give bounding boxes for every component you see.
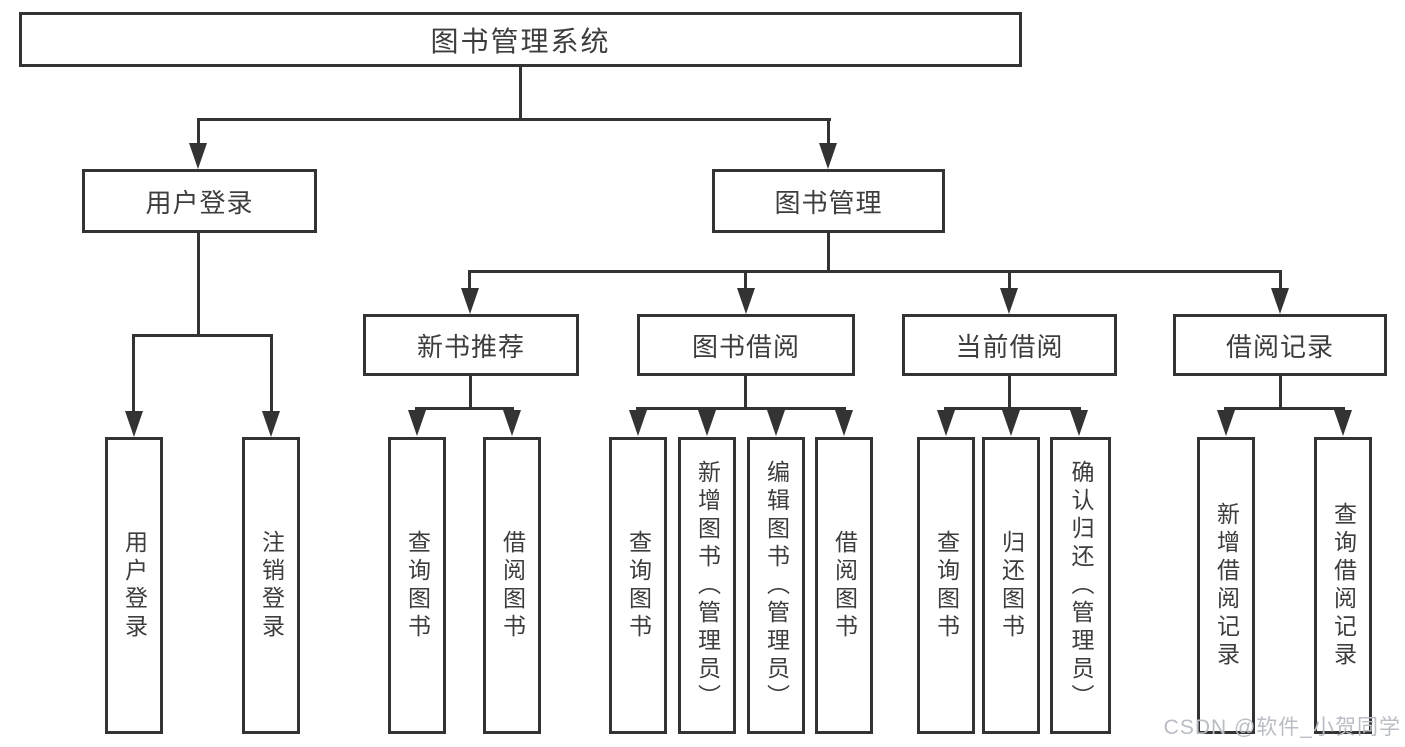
node-book-borrow-label: 图书借阅 — [691, 331, 800, 362]
down-arrow-user-login — [189, 143, 207, 169]
connector-new-book-stem — [469, 376, 472, 409]
leaf-g2-query-books-label: 查询图书 — [404, 529, 431, 642]
down-arrow-g3-borrow — [835, 410, 853, 436]
down-arrow-current-borrow — [1000, 288, 1018, 314]
down-arrow-g5-query — [1334, 410, 1352, 436]
leaf-logout: 注销登录 — [242, 437, 300, 734]
connector-level1-horizontal — [197, 118, 831, 121]
down-arrow-g3-edit — [767, 410, 785, 436]
down-arrow-book-mgmt — [819, 143, 837, 169]
connector-book-mgmt-stem — [827, 233, 830, 273]
connector-book-borrow-stem — [744, 376, 747, 409]
leaf-g5-add-borrow-record: 新增借阅记录 — [1197, 437, 1255, 734]
down-arrow-g4-return — [1002, 410, 1020, 436]
down-arrow-g3-query — [629, 410, 647, 436]
leaf-g3-borrow-books-label: 借阅图书 — [831, 529, 858, 642]
node-library-system-label: 图书管理系统 — [430, 25, 611, 57]
leaf-g2-borrow-books: 借阅图书 — [483, 437, 541, 734]
leaf-g4-query-books: 查询图书 — [917, 437, 975, 734]
leaf-g3-query-books: 查询图书 — [609, 437, 667, 734]
connector-level3-horizontal — [468, 270, 1282, 273]
csdn-watermark: CSDN @软件_小贺同学 — [1163, 716, 1401, 739]
connector-drop-user-login — [197, 118, 200, 146]
node-user-login-label: 用户登录 — [145, 187, 254, 218]
leaf-g4-return-books-label: 归还图书 — [998, 529, 1025, 642]
leaf-g2-borrow-books-label: 借阅图书 — [499, 529, 526, 642]
connector-drop-current-borrow — [1008, 270, 1011, 290]
connector-root-stem — [519, 67, 522, 120]
down-arrow-borrow-record — [1271, 288, 1289, 314]
node-current-borrow: 当前借阅 — [902, 314, 1117, 376]
down-arrow-g2-query — [408, 410, 426, 436]
connector-drop-book-borrow — [744, 270, 747, 290]
down-arrow-g2-borrow — [503, 410, 521, 436]
connector-current-borrow-horizontal — [944, 407, 1081, 410]
leaf-g4-query-books-label: 查询图书 — [933, 529, 960, 642]
down-arrow-g4-query — [937, 410, 955, 436]
connector-borrow-record-stem — [1279, 376, 1282, 409]
connector-user-login-horizontal — [132, 334, 273, 337]
leaf-g5-query-borrow-record-label: 查询借阅记录 — [1330, 501, 1357, 670]
leaf-g3-add-books-admin: 新增图书（管理员） — [678, 437, 736, 734]
down-arrow-new-book — [461, 288, 479, 314]
leaf-g2-query-books: 查询图书 — [388, 437, 446, 734]
connector-new-book-horizontal — [415, 407, 514, 410]
connector-book-borrow-horizontal — [636, 407, 846, 410]
node-user-login: 用户登录 — [82, 169, 317, 233]
leaf-g3-add-books-admin-label: 新增图书（管理员） — [694, 459, 721, 712]
leaf-user-login-label: 用户登录 — [121, 529, 148, 642]
down-arrow-leaf-user-login — [125, 411, 143, 437]
down-arrow-leaf-logout — [262, 411, 280, 437]
node-borrow-record: 借阅记录 — [1173, 314, 1387, 376]
connector-drop-new-book — [468, 270, 471, 290]
connector-drop-leaf-user-login — [132, 334, 135, 413]
down-arrow-g5-add — [1217, 410, 1235, 436]
down-arrow-book-borrow — [737, 288, 755, 314]
leaf-g4-confirm-return-admin: 确认归还（管理员） — [1050, 437, 1111, 734]
node-current-borrow-label: 当前借阅 — [955, 331, 1064, 362]
node-book-borrow: 图书借阅 — [637, 314, 855, 376]
connector-user-login-stem — [197, 233, 200, 337]
node-book-mgmt: 图书管理 — [712, 169, 945, 233]
leaf-g4-return-books: 归还图书 — [982, 437, 1040, 734]
node-book-mgmt-label: 图书管理 — [774, 187, 883, 218]
connector-borrow-record-horizontal — [1224, 407, 1345, 410]
node-library-system: 图书管理系统 — [19, 12, 1022, 67]
leaf-g5-add-borrow-record-label: 新增借阅记录 — [1213, 501, 1240, 670]
leaf-g3-borrow-books: 借阅图书 — [815, 437, 873, 734]
node-new-book-recommend-label: 新书推荐 — [416, 331, 525, 362]
leaf-logout-label: 注销登录 — [258, 529, 285, 642]
connector-drop-book-mgmt — [827, 118, 830, 146]
connector-drop-leaf-logout — [270, 334, 273, 413]
node-borrow-record-label: 借阅记录 — [1225, 331, 1334, 362]
leaf-g3-edit-books-admin-label: 编辑图书（管理员） — [763, 459, 790, 712]
connector-drop-borrow-record — [1279, 270, 1282, 290]
leaf-user-login: 用户登录 — [105, 437, 163, 734]
node-new-book-recommend: 新书推荐 — [363, 314, 579, 376]
leaf-g4-confirm-return-admin-label: 确认归还（管理员） — [1068, 459, 1094, 712]
leaf-g5-query-borrow-record: 查询借阅记录 — [1314, 437, 1372, 734]
leaf-g3-query-books-label: 查询图书 — [625, 529, 652, 642]
leaf-g3-edit-books-admin: 编辑图书（管理员） — [747, 437, 805, 734]
connector-current-borrow-stem — [1008, 376, 1011, 409]
down-arrow-g3-add — [698, 410, 716, 436]
down-arrow-g4-confirm — [1070, 410, 1088, 436]
